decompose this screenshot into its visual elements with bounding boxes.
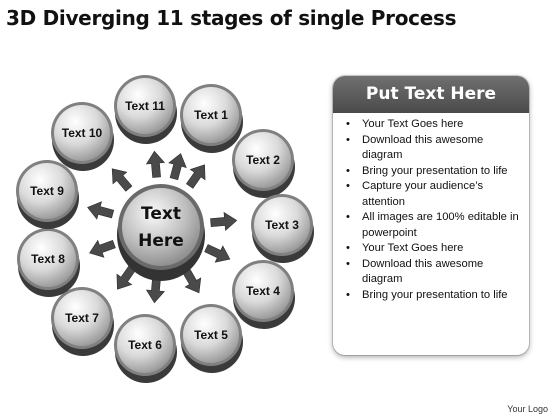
- diverging-arrow: [116, 265, 137, 290]
- stage-node: Text 6: [114, 314, 177, 383]
- stage-node-face: [235, 132, 291, 188]
- bullet-item: Download this awesome diagram: [344, 257, 523, 288]
- bullet-item: Bring your presentation to life: [344, 288, 523, 304]
- diverging-arrow: [185, 164, 206, 189]
- stage-node: Text 8: [17, 228, 80, 297]
- stage-node: Text 1: [180, 84, 243, 153]
- bullet-item: Bring your presentation to life: [344, 164, 523, 180]
- stage-label: Text 8: [31, 252, 65, 266]
- stage-label: Text 4: [246, 284, 280, 298]
- bullet-list: Your Text Goes here Download this awesom…: [333, 113, 529, 303]
- stage-label: Text 10: [62, 126, 103, 140]
- arrow-group: [87, 150, 238, 304]
- stage-node-face: [183, 307, 239, 363]
- stage-label: Text 7: [65, 311, 99, 325]
- bullet-item: Download this awesome diagram: [344, 133, 523, 164]
- bullet-item: Capture your audience’s attention: [344, 179, 523, 210]
- stage-node-face: [183, 87, 239, 143]
- stage-label: Text 9: [30, 184, 64, 198]
- stage-node: Text 7: [51, 287, 114, 356]
- stage-node-face: [19, 163, 75, 219]
- stage-node: Text 3: [251, 194, 314, 263]
- stage-node: Text 5: [180, 304, 243, 373]
- center-hub-face: [122, 188, 200, 266]
- logo-text: Your Logo: [507, 404, 548, 414]
- diverging-arrow: [111, 168, 133, 192]
- stage-label: Text 6: [128, 338, 162, 352]
- stage-node: Text 4: [232, 260, 295, 329]
- diverging-arrow: [87, 201, 115, 220]
- stage-node-face: [20, 231, 76, 287]
- bullet-item: Your Text Goes here: [344, 241, 523, 257]
- panel-header: Put Text Here: [333, 76, 529, 113]
- stage-label: Text 5: [194, 328, 228, 342]
- stage-node-face: [254, 197, 310, 253]
- diverging-arrow: [145, 150, 166, 178]
- stage-node: Text 2: [232, 129, 295, 198]
- text-panel: Put Text Here Your Text Goes here Downlo…: [333, 76, 529, 355]
- stage-node: Text 9: [16, 160, 79, 229]
- bullet-item: All images are 100% editable in powerpoi…: [344, 210, 523, 241]
- stage-node-face: [54, 105, 110, 161]
- stage-label: Text 2: [246, 153, 280, 167]
- stage-label: Text 11: [125, 99, 165, 113]
- stage-label: Text 1: [194, 108, 228, 122]
- diverging-arrow: [89, 239, 116, 258]
- stage-node: Text 10: [51, 102, 114, 171]
- center-label-line2: Here: [138, 231, 184, 251]
- stage-node: Text 11: [114, 75, 177, 144]
- stage-node-face: [117, 317, 173, 373]
- diverging-process-diagram: Text 1 Text 2 Text 3 Text 4 Text 5 Text 6 Text…: [16, 75, 314, 383]
- center-label-line1: Text: [141, 204, 181, 224]
- stage-label: Text 3: [265, 218, 299, 232]
- diverging-arrow: [204, 244, 231, 263]
- bullet-item: Your Text Goes here: [344, 117, 523, 133]
- diverging-arrow: [168, 153, 187, 181]
- stage-node-face: [235, 263, 291, 319]
- diverging-arrow: [210, 211, 238, 232]
- stage-node-face: [54, 290, 110, 346]
- stage-node-group: Text 1 Text 2 Text 3 Text 4 Text 5 Text 6 Text…: [16, 75, 314, 383]
- stage-node-face: [117, 78, 173, 134]
- center-hub: Text Here: [117, 184, 205, 281]
- page-title: 3D Diverging 11 stages of single Process: [6, 6, 457, 30]
